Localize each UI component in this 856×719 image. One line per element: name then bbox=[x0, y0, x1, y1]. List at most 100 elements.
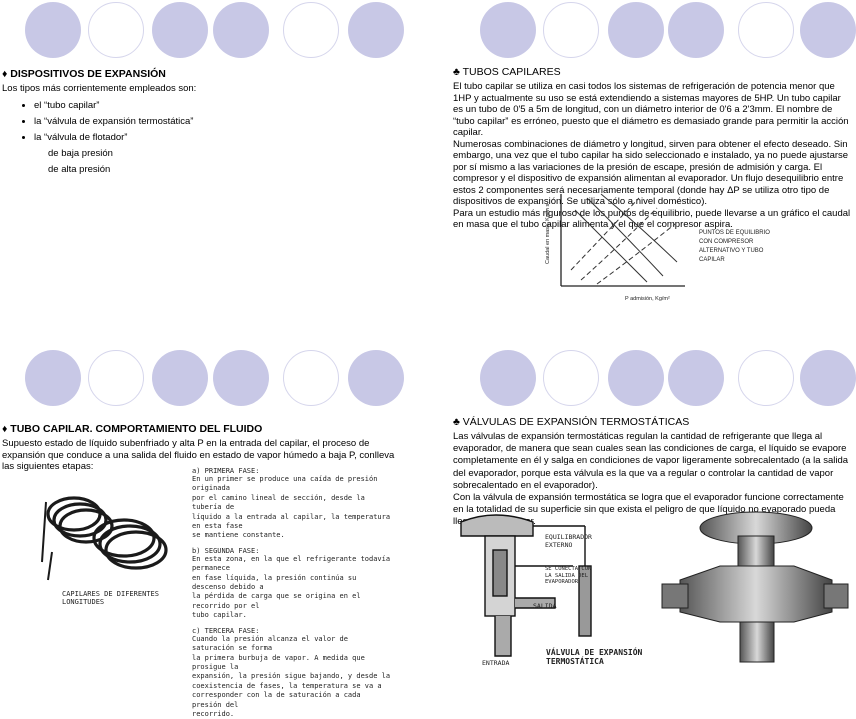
valve-label-outlet: SALIDA bbox=[533, 602, 557, 610]
label-line: EXTERNO bbox=[545, 540, 573, 549]
chart-x-label: P admisión, Kg/m² bbox=[625, 296, 670, 302]
phase-line: en fase líquida, la presión continúa su … bbox=[192, 573, 357, 592]
deco-circle bbox=[152, 350, 208, 406]
deco-circle bbox=[480, 2, 536, 58]
list-item: el “tubo capilar” bbox=[34, 98, 402, 114]
phase-line: En un primer se produce una caída de pre… bbox=[192, 475, 378, 493]
coil-loop bbox=[98, 524, 162, 564]
capillary-curve bbox=[570, 197, 640, 271]
panel-expansion-devices: ♦ DISPOSITIVOS DE EXPANSIÓN Los tipos má… bbox=[2, 68, 402, 178]
panel-title: ♦ TUBO CAPILAR. COMPORTAMIENTO DEL FLUID… bbox=[2, 423, 263, 435]
coil-loop bbox=[104, 530, 168, 570]
capillary-curves bbox=[570, 197, 676, 285]
chart-y-label: Caudal en masa, Kg/m s bbox=[545, 204, 551, 264]
compressor-curves bbox=[574, 193, 678, 283]
valve-caption: VÁLVULA DE EXPANSIÓN TERMOSTÁTICA bbox=[546, 648, 642, 666]
chart-note-line: ALTERNATIVO Y TUBO bbox=[699, 248, 764, 254]
coil-tail bbox=[41, 501, 53, 581]
compressor-curve bbox=[574, 209, 648, 283]
coil-loop bbox=[58, 508, 114, 544]
valve-body-shape bbox=[679, 565, 833, 623]
deco-circle bbox=[213, 350, 269, 406]
valve-label-connects: SE CONECTA CON LA SALIDA DEL EVAPORADOR bbox=[545, 566, 591, 586]
valve-spring bbox=[492, 549, 508, 597]
compressor-curve bbox=[600, 193, 678, 263]
valve-photo bbox=[661, 511, 849, 663]
phase-line: coexistencia de fases, la temperatura se… bbox=[192, 681, 382, 690]
deco-circle bbox=[800, 2, 856, 58]
phase-line: la pérdida de carga que se origina en el… bbox=[192, 592, 361, 610]
label-line: SE CONECTA CON bbox=[545, 566, 592, 572]
deco-circle bbox=[283, 350, 339, 406]
sub-item: de baja presión bbox=[48, 147, 113, 159]
paragraph: El tubo capilar se utiliza en casi todos… bbox=[453, 81, 849, 138]
deco-circle bbox=[668, 2, 724, 58]
deco-circle bbox=[543, 2, 599, 58]
equilibrium-chart: Caudal en masa, Kg/m s P admisión, Kg/m²… bbox=[545, 193, 770, 302]
caption-line: CAPILARES DE DIFERENTES bbox=[62, 590, 159, 598]
deco-circle bbox=[480, 350, 536, 406]
phase-line: se mantiene constante. bbox=[192, 531, 285, 540]
deco-circle bbox=[738, 2, 794, 58]
valve-bottom-fitting bbox=[739, 621, 775, 663]
deco-circle bbox=[800, 350, 856, 406]
panel-title: ♣ TUBOS CAPILARES bbox=[453, 66, 561, 78]
deco-circle bbox=[348, 350, 404, 406]
sub-item: de alta presión bbox=[48, 163, 111, 175]
valve-label-equalizer: EQUILIBRADOR EXTERNO bbox=[545, 533, 592, 549]
coil-loop bbox=[52, 502, 108, 538]
phase-line: expansión, la presión sigue bajando, y d… bbox=[192, 672, 391, 681]
chart-note-line: PUNTOS DE EQUILIBRIO bbox=[699, 230, 770, 236]
device-list: el “tubo capilar” la “válvula de expansi… bbox=[2, 98, 402, 146]
valve-nut bbox=[823, 583, 849, 609]
valve-diaphragm bbox=[460, 514, 534, 537]
phase-line: la primera burbuja de vapor. A medida qu… bbox=[192, 653, 365, 671]
deco-circle bbox=[88, 350, 144, 406]
chart-note-line: CON COMPRESOR bbox=[699, 239, 754, 245]
valve-cutaway-diagram bbox=[460, 514, 592, 657]
phase-line: En esta zona, en la que el refrigerante … bbox=[192, 554, 391, 573]
caption-line: VÁLVULA DE EXPANSIÓN bbox=[546, 648, 643, 657]
capillary-coils-image bbox=[41, 496, 168, 581]
phase-line: por el camino lineal de sección, desde l… bbox=[192, 493, 365, 512]
panel-fluid-behaviour: ♦ TUBO CAPILAR. COMPORTAMIENTO DEL FLUID… bbox=[2, 423, 400, 473]
deco-circle bbox=[25, 350, 81, 406]
deco-circle bbox=[543, 350, 599, 406]
caption-line: TERMOSTÁTICA bbox=[546, 657, 604, 666]
phase-line: recorrido. bbox=[192, 709, 235, 718]
chart-note-line: CAPILAR bbox=[699, 257, 725, 263]
panel-title: ♣ VÁLVULAS DE EXPANSIÓN TERMOSTÁTICAS bbox=[453, 416, 690, 428]
list-item: la “válvula de flotador” bbox=[34, 130, 402, 146]
paragraph: Las válvulas de expansión termostáticas … bbox=[453, 431, 849, 491]
phase-title: b) SEGUNDA FASE: bbox=[192, 546, 260, 555]
valve-neck bbox=[737, 535, 775, 567]
sensing-bulb bbox=[578, 565, 592, 637]
deco-circle bbox=[283, 2, 339, 58]
deco-circle bbox=[738, 350, 794, 406]
intro-text: Los tipos más corrientemente empleados s… bbox=[2, 83, 197, 94]
phase-title: c) TERCERA FASE: bbox=[192, 626, 260, 635]
capillary-curve bbox=[580, 207, 658, 281]
phases-block: a) PRIMERA FASE: En un primer se produce… bbox=[192, 467, 392, 719]
coil-loop bbox=[92, 518, 156, 558]
coils-caption: CAPILARES DE DIFERENTES LONGITUDES bbox=[62, 590, 159, 606]
label-line: EQUILIBRADOR bbox=[545, 533, 592, 541]
deco-circle bbox=[88, 2, 144, 58]
deco-circle bbox=[348, 2, 404, 58]
valve-outlet-pipe bbox=[515, 597, 556, 609]
deco-circle bbox=[213, 2, 269, 58]
deco-circle bbox=[25, 2, 81, 58]
deco-circle bbox=[608, 350, 664, 406]
deco-circle bbox=[608, 2, 664, 58]
compressor-curve bbox=[586, 197, 664, 277]
phase-title: a) PRIMERA FASE: bbox=[192, 467, 260, 475]
phase-line: corresponder con la de saturación a cada… bbox=[192, 691, 361, 709]
panel-title: ♦ DISPOSITIVOS DE EXPANSIÓN bbox=[2, 68, 166, 80]
deco-circle bbox=[668, 350, 724, 406]
caption-line: LONGITUDES bbox=[62, 598, 105, 606]
capillary-curve bbox=[596, 223, 676, 285]
phase-line: líquido a la entrada al capilar, la temp… bbox=[192, 512, 391, 531]
deco-circle bbox=[152, 2, 208, 58]
label-line: LA SALIDA DEL bbox=[545, 572, 589, 579]
list-item: la “válvula de expansión termostática” bbox=[34, 114, 402, 130]
